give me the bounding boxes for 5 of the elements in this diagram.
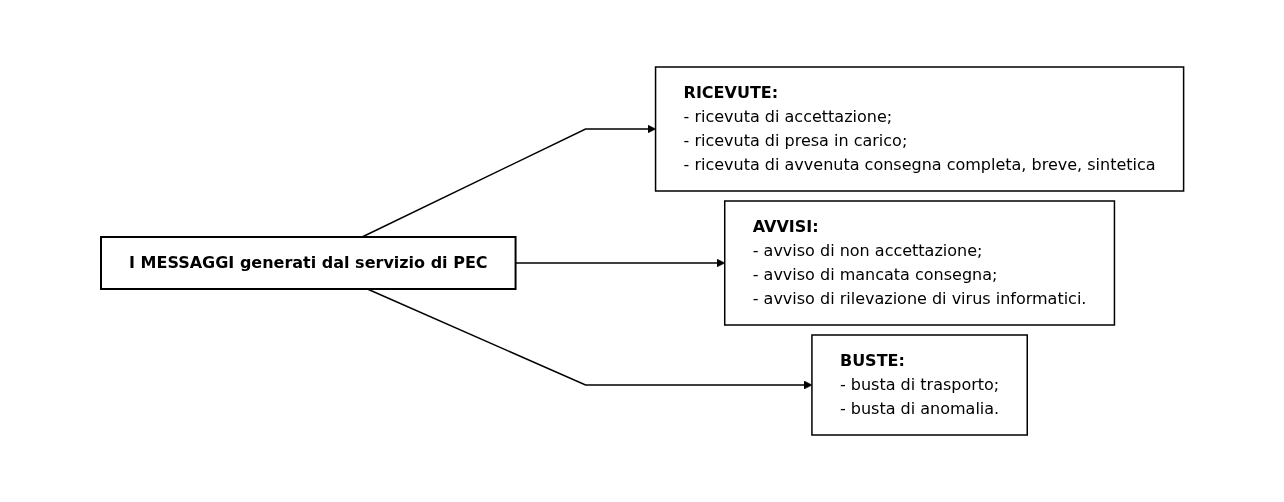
- node-box: RICEVUTE: - ricevuta di accettazione; - ricevuta di presa in carico; - ricevuta di avvenuta consegna completa, breve, sintetica: [654, 66, 1185, 192]
- node-box: AVVISI: - avviso di non accettazione; - avviso di mancata consegna; - avviso di rilevazione di virus informatici.: [723, 200, 1115, 326]
- node-box: I MESSAGGI generati dal servizio di PEC: [99, 236, 517, 290]
- node-box: BUSTE: - busta di trasporto; - busta di anomalia.: [810, 334, 1028, 436]
- arrow: [361, 124, 656, 238]
